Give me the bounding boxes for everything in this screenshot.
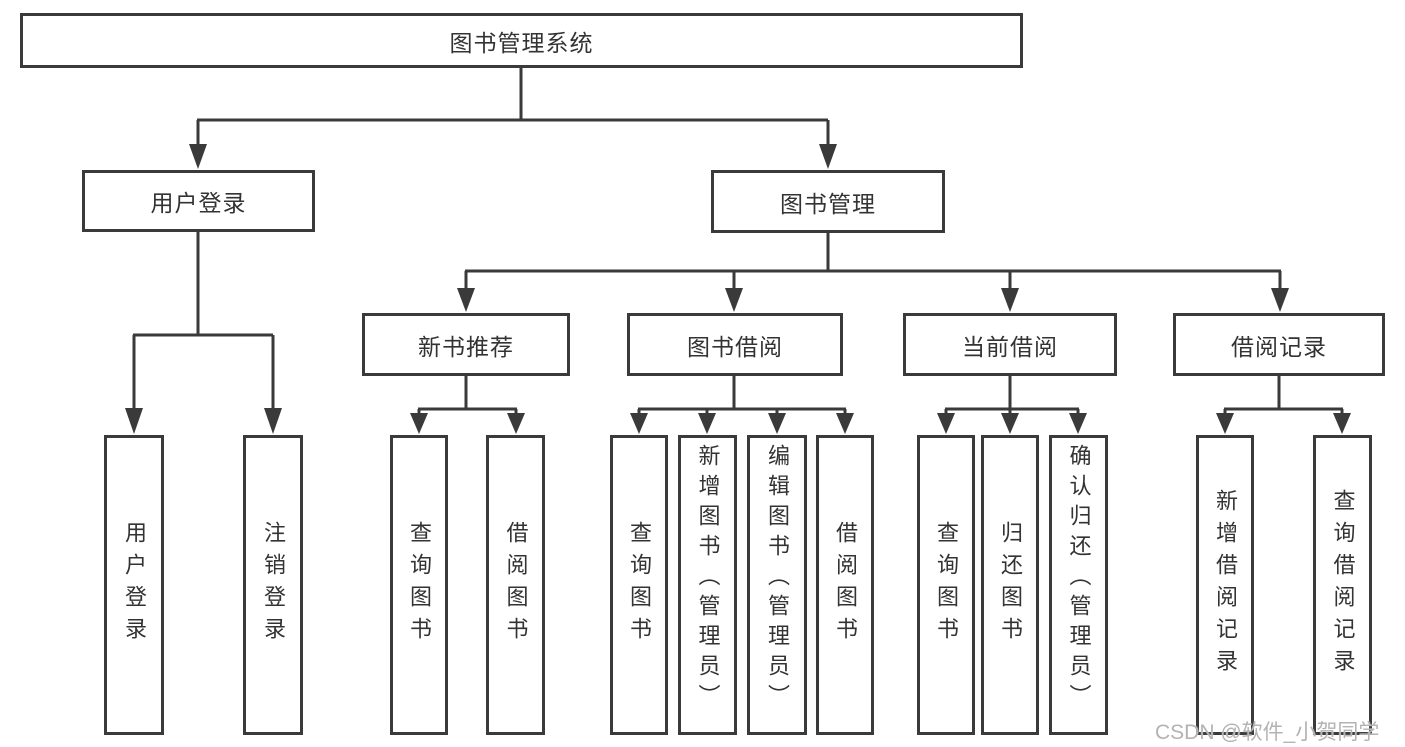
node-current-borrowing-label: 当前借阅 — [962, 333, 1058, 360]
arrow-down-icon — [507, 413, 525, 434]
leaf-bb-query-books-label: 查询图书 — [627, 521, 652, 649]
arrow-down-icon — [725, 288, 743, 312]
leaf-bb-borrow-books-label: 借阅图书 — [833, 521, 858, 649]
leaf-br-query-record: 查询借阅记录 — [1313, 435, 1372, 735]
connector-user-login-to-leaves — [132, 232, 275, 410]
leaf-cb-return-books: 归还图书 — [981, 435, 1039, 735]
arrow-down-icon — [698, 413, 716, 434]
node-book-borrowing: 图书借阅 — [627, 313, 843, 376]
leaf-bb-edit-books-admin: 编辑图书（管理员） — [747, 435, 807, 735]
leaf-bb-edit-books-admin-label: 编辑图书（管理员） — [765, 444, 790, 714]
leaf-user-login-label: 用户登录 — [122, 521, 147, 649]
node-borrowing-records-label: 借阅记录 — [1231, 333, 1327, 360]
node-new-book-recommendation: 新书推荐 — [362, 313, 570, 376]
arrow-down-icon — [1216, 413, 1234, 434]
leaf-cb-query-books: 查询图书 — [917, 435, 975, 735]
arrow-down-icon — [819, 144, 837, 169]
arrow-down-icon — [836, 413, 854, 434]
leaf-bb-query-books: 查询图书 — [610, 435, 668, 735]
leaf-logout: 注销登录 — [243, 435, 303, 735]
leaf-logout-label: 注销登录 — [261, 521, 286, 649]
connector-borrowing-to-leaves — [637, 376, 847, 415]
connector-book-mgmt-to-level3 — [464, 233, 1282, 290]
node-book-borrowing-label: 图书借阅 — [687, 333, 783, 360]
node-current-borrowing: 当前借阅 — [903, 313, 1117, 376]
connector-newbook-to-leaves — [417, 376, 518, 415]
arrow-down-icon — [264, 408, 282, 434]
leaf-cb-return-books-label: 归还图书 — [998, 521, 1023, 649]
connector-records-to-leaves — [1223, 376, 1344, 415]
node-root: 图书管理系统 — [20, 13, 1023, 68]
leaf-cb-confirm-return-admin: 确认归还（管理员） — [1049, 435, 1108, 735]
leaf-nb-query-books: 查询图书 — [390, 435, 448, 735]
leaf-cb-query-books-label: 查询图书 — [934, 521, 959, 649]
leaf-nb-query-books-label: 查询图书 — [407, 521, 432, 649]
arrow-down-icon — [1271, 288, 1289, 312]
arrow-down-icon — [768, 413, 786, 434]
leaf-bb-borrow-books: 借阅图书 — [816, 435, 874, 735]
arrow-down-icon — [410, 413, 428, 434]
node-user-login-label: 用户登录 — [150, 190, 247, 216]
connector-root-to-level2 — [196, 68, 830, 146]
leaf-br-add-record-label: 新增借阅记录 — [1213, 489, 1238, 681]
node-root-label: 图书管理系统 — [449, 29, 594, 56]
node-book-management: 图书管理 — [711, 170, 945, 233]
arrow-down-icon — [1001, 413, 1019, 434]
leaf-bb-add-books-admin: 新增图书（管理员） — [678, 435, 737, 735]
arrow-down-icon — [937, 413, 955, 434]
arrow-down-icon — [125, 408, 143, 434]
leaf-br-query-record-label: 查询借阅记录 — [1330, 489, 1356, 681]
arrow-down-icon — [457, 288, 475, 312]
node-new-book-recommendation-label: 新书推荐 — [418, 333, 514, 360]
arrow-down-icon — [189, 144, 207, 169]
arrow-down-icon — [1333, 413, 1351, 434]
arrow-down-icon — [1069, 413, 1087, 434]
leaf-nb-borrow-books-label: 借阅图书 — [503, 521, 529, 649]
leaf-user-login: 用户登录 — [104, 435, 164, 735]
node-book-management-label: 图书管理 — [780, 190, 876, 217]
arrow-down-icon — [1001, 288, 1019, 312]
connector-current-to-leaves — [944, 376, 1080, 415]
leaf-bb-add-books-admin-label: 新增图书（管理员） — [695, 444, 721, 714]
csdn-watermark: CSDN @软件_小贺同学 — [1155, 721, 1380, 744]
leaf-br-add-record: 新增借阅记录 — [1196, 435, 1254, 735]
arrow-down-icon — [630, 413, 648, 434]
node-borrowing-records: 借阅记录 — [1173, 313, 1385, 376]
leaf-cb-confirm-return-admin-label: 确认归还（管理员） — [1066, 444, 1092, 714]
leaf-nb-borrow-books: 借阅图书 — [486, 435, 545, 735]
node-user-login: 用户登录 — [82, 170, 315, 232]
